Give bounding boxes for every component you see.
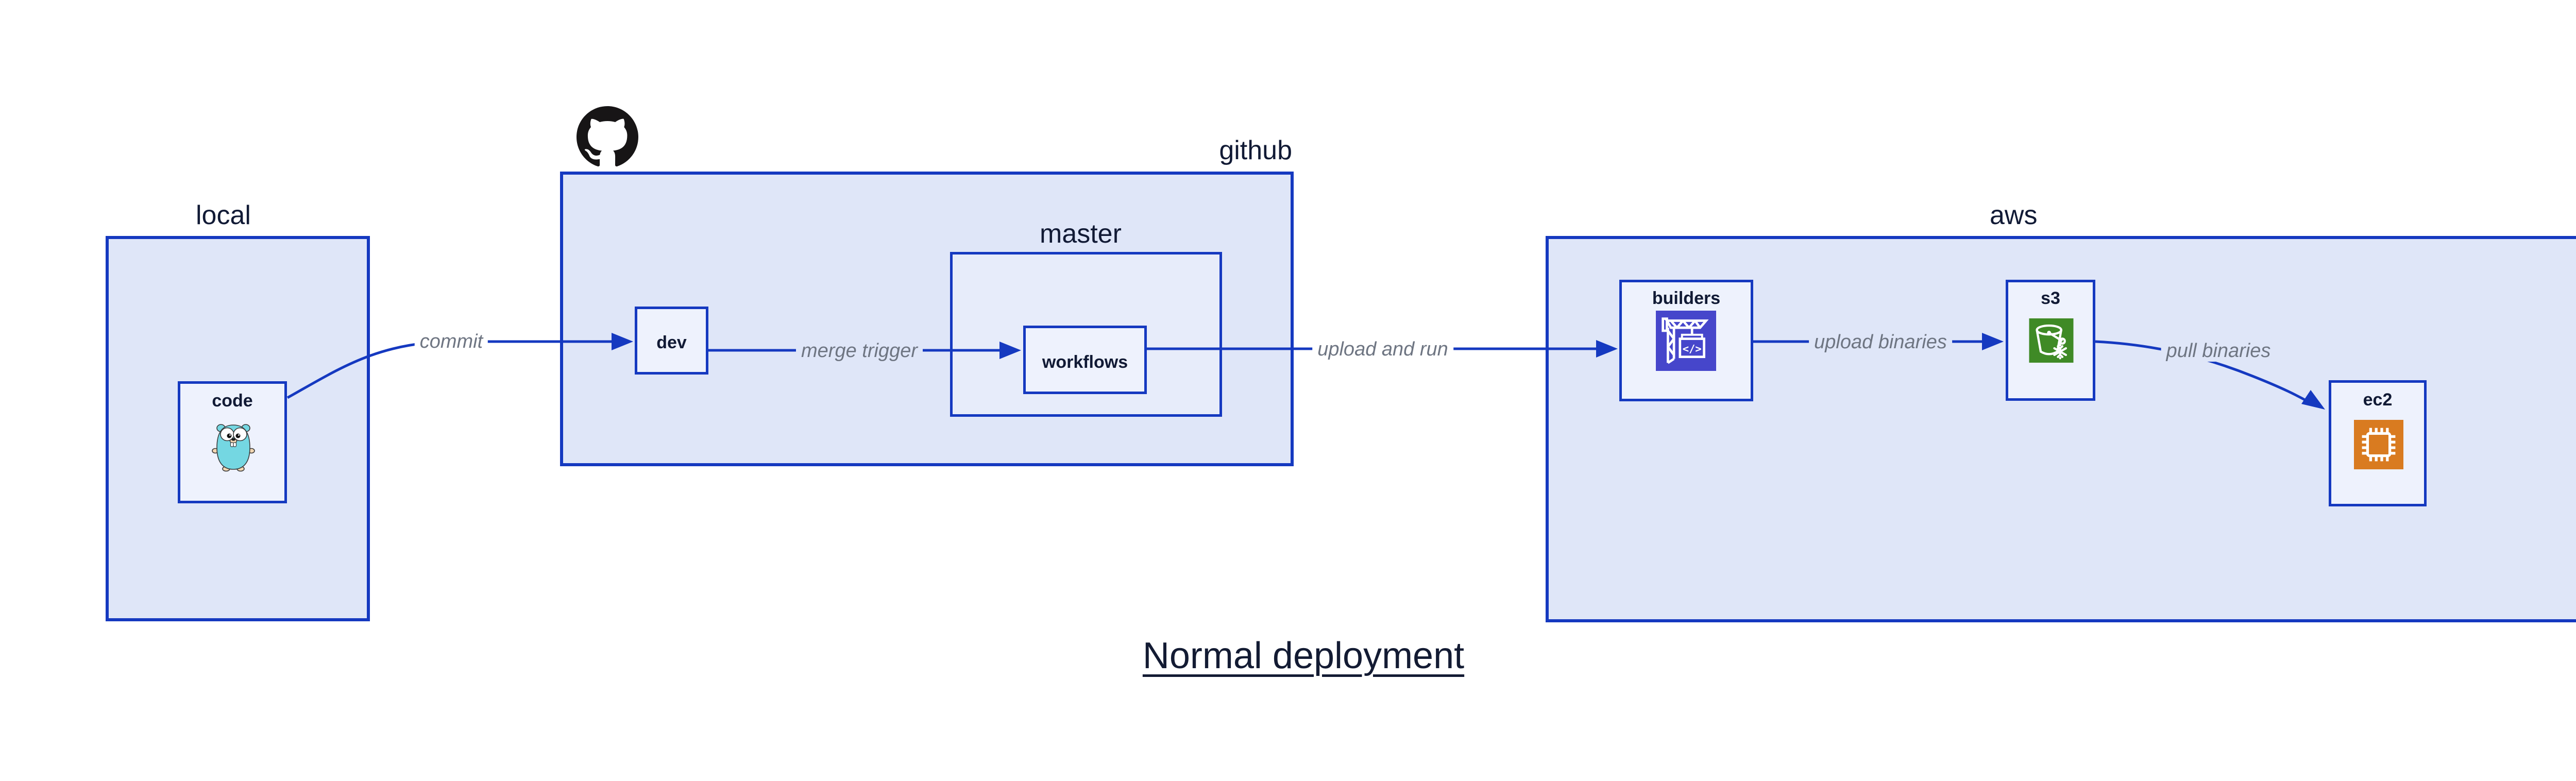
edge-upload-binaries-label: upload binaries bbox=[1809, 331, 1952, 353]
region-local-label: local bbox=[196, 200, 251, 230]
node-s3: s3 bbox=[2006, 280, 2095, 401]
node-code-label: code bbox=[212, 391, 253, 411]
edge-pull-binaries-label: pull binaries bbox=[2161, 340, 2276, 362]
node-workflows-label: workflows bbox=[1042, 352, 1128, 372]
node-ec2: ec2 bbox=[2329, 380, 2427, 506]
node-builders: builders </> bbox=[1619, 280, 1753, 401]
region-master-label: master bbox=[1040, 219, 1122, 249]
node-s3-label: s3 bbox=[2041, 288, 2060, 308]
edge-commit-label: commit bbox=[414, 331, 488, 352]
node-workflows: workflows bbox=[1023, 326, 1147, 394]
aws-codebuild-crane-icon: </> bbox=[1656, 311, 1716, 371]
diagram-title: Normal deployment bbox=[1142, 635, 1465, 676]
svg-text:</>: </> bbox=[1683, 343, 1702, 355]
node-dev-label: dev bbox=[656, 333, 687, 352]
region-aws-label: aws bbox=[1990, 200, 2038, 230]
node-ec2-label: ec2 bbox=[2363, 390, 2393, 410]
edge-merge-trigger-label: merge trigger bbox=[796, 340, 923, 362]
node-builders-label: builders bbox=[1652, 288, 1721, 308]
node-code: code bbox=[178, 381, 287, 503]
github-octocat-logo-icon bbox=[577, 106, 638, 167]
node-dev: dev bbox=[635, 307, 708, 375]
aws-ec2-chip-icon bbox=[2354, 420, 2403, 469]
region-github-label: github bbox=[1219, 135, 1292, 165]
edge-upload-and-run-label: upload and run bbox=[1312, 338, 1453, 360]
aws-s3-bucket-icon bbox=[2029, 318, 2074, 363]
go-gopher-icon bbox=[212, 424, 255, 472]
